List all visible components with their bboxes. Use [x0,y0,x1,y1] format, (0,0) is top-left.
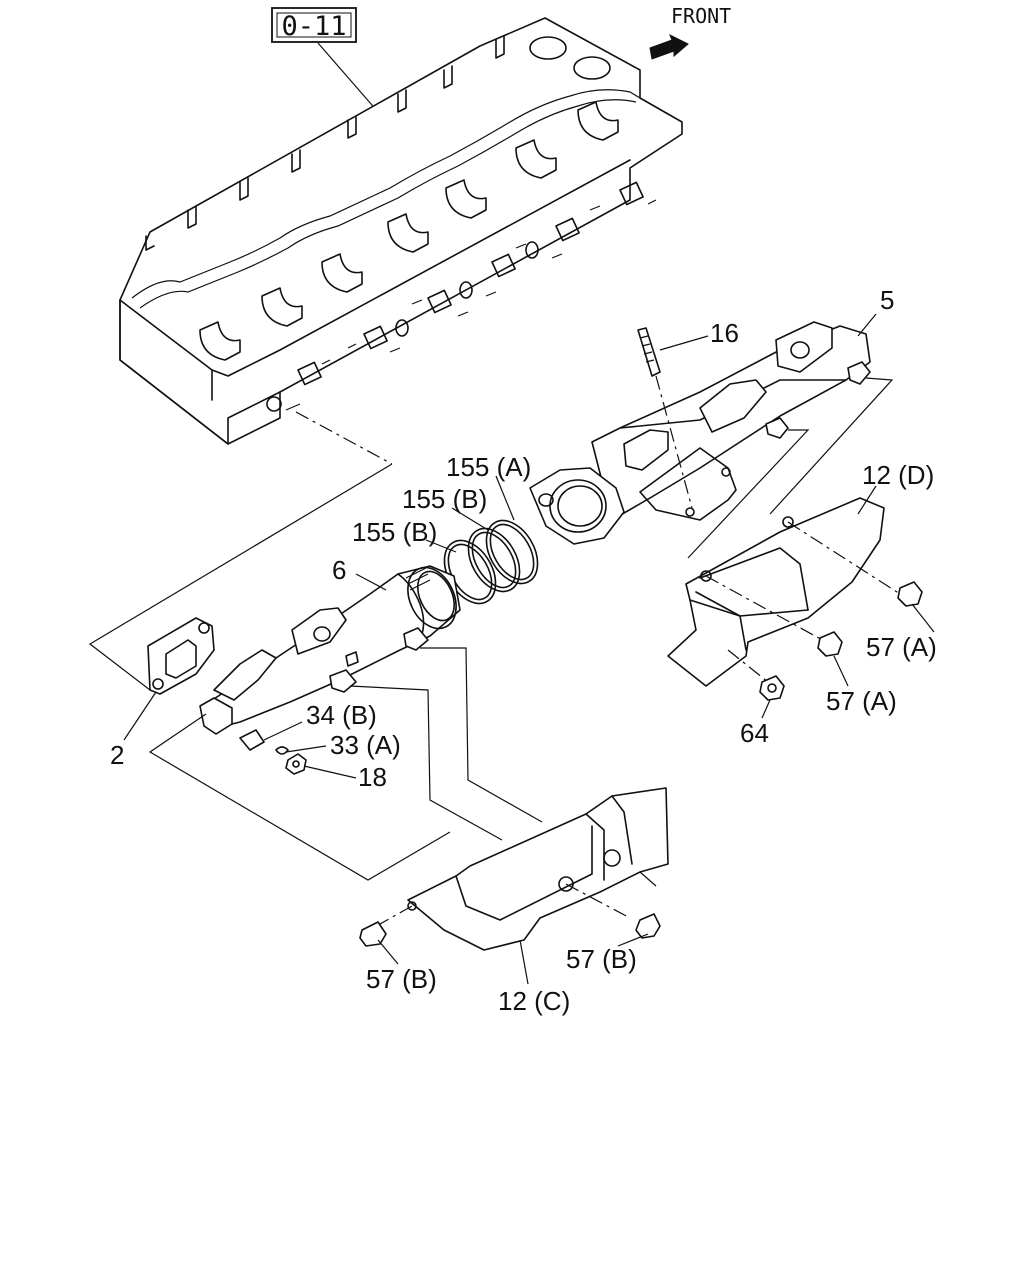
stud-16 [637,327,693,509]
callout-57b-right: 57 (B) [566,944,637,974]
callout-2: 2 [110,740,124,770]
callout-16: 16 [710,318,739,348]
callout-64: 64 [740,718,769,748]
bolt-57a-lower [817,631,843,657]
exhaust-manifold-front [199,565,461,735]
assembly-lines [88,377,894,887]
callout-155b-upper: 155 (B) [402,484,487,514]
heat-shield-12d [667,497,885,687]
heat-shield-12c [407,787,669,951]
callout-33a: 33 (A) [330,730,401,760]
reference-box-label: 0-11 [281,11,346,42]
callout-57b-left: 57 (B) [366,964,437,994]
arrow-right-icon [649,33,689,60]
bolt-57b-left [359,921,387,947]
bolt-57b-right [635,913,661,939]
callout-34b: 34 (B) [306,700,377,730]
callout-57a-lower: 57 (A) [826,686,897,716]
leader-lines [123,313,935,985]
callout-57a-upper: 57 (A) [866,632,937,662]
callout-155a: 155 (A) [446,452,531,482]
callout-12c: 12 (C) [498,986,570,1016]
callout-5: 5 [880,285,894,315]
bolt-57a-upper [897,581,923,607]
front-label: FRONT [671,4,731,28]
gasket-2 [147,617,215,695]
callout-18: 18 [358,762,387,792]
callout-155b-lower: 155 (B) [352,517,437,547]
callout-6: 6 [332,555,346,585]
nut-64 [759,675,785,701]
exhaust-manifold-rear [529,321,871,545]
callout-12d: 12 (D) [862,460,934,490]
cylinder-head [119,17,683,445]
bolt-set [239,729,307,775]
reference-box: 0-11 [271,7,357,43]
